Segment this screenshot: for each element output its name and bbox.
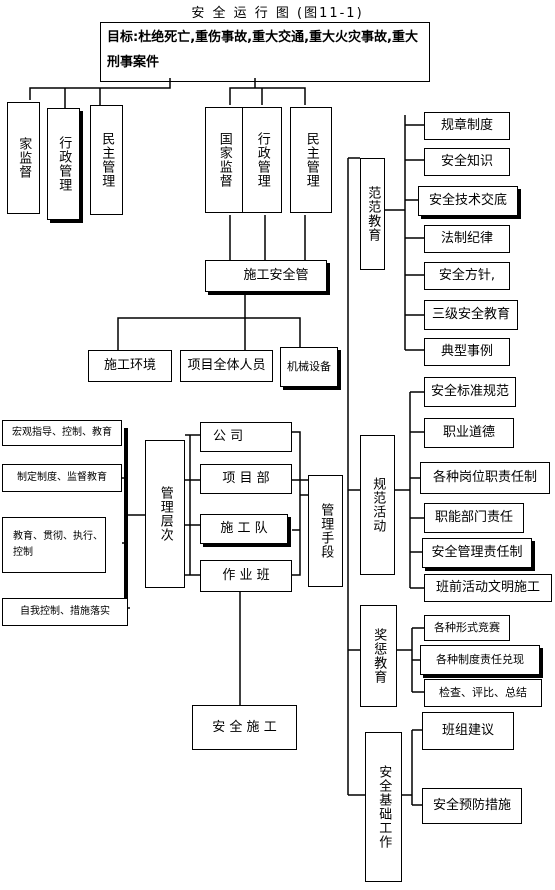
edu-item-three-level: 三级安全教育 (424, 300, 518, 330)
note-self-control: 自我控制、措施落实 (2, 598, 128, 626)
project-all-staff: 项目全体人员 (180, 350, 273, 382)
note-set-rules: 制定制度、监督教育 (2, 464, 122, 492)
note-macro-guidance: 宏观指导、控制、教育 (2, 420, 122, 446)
edu-item-rules: 规章制度 (424, 112, 510, 140)
act-item-ethics: 职业道德 (424, 418, 514, 448)
note-educate-implement: 教育、贯彻、执行、控制 (2, 517, 106, 573)
civil-management-box-mid: 民主管理 (290, 107, 332, 213)
activities-label: 规范活动 (360, 435, 395, 575)
level-work-crew: 作 业 班 (200, 560, 292, 592)
edu-item-knowledge: 安全知识 (424, 148, 510, 176)
management-means-label: 管理手段 (308, 475, 343, 587)
edu-item-tech-briefing: 安全技术交底 (418, 186, 518, 216)
reward-item-fulfilment: 各种制度责任兑现 (420, 645, 540, 675)
home-supervision-box: 家监督 (7, 102, 40, 214)
edu-item-typical-cases: 典型事例 (424, 338, 510, 366)
level-construction-team: 施 工 队 (200, 514, 288, 544)
act-item-post-duty: 各种岗位职责任制 (420, 462, 550, 494)
act-item-standards: 安全标准规范 (424, 377, 516, 407)
machinery-equipment: 机械设备 (280, 347, 338, 387)
admin-management-box-left: 行政管理 (47, 108, 80, 220)
edu-item-policy: 安全方针, (424, 262, 510, 290)
construction-safety-manager: 施工安全管 (205, 260, 327, 292)
level-project-dept: 项 目 部 (200, 464, 292, 494)
reward-item-inspection: 检查、评比、总结 (424, 679, 542, 707)
admin-management-box-mid: 行政管理 (242, 107, 282, 213)
edu-item-law: 法制纪律 (424, 225, 510, 253)
goal-box: 目标:杜绝死亡,重伤事故,重大交通,重大火灾事故,重大刑事案件 (100, 22, 430, 82)
act-item-pre-shift: 班前活动文明施工 (424, 574, 552, 602)
management-levels-label: 管理层次 (145, 440, 185, 588)
diagram-title: 安 全 运 行 图 (图11-1) (191, 6, 364, 21)
construction-environment: 施工环境 (88, 350, 172, 382)
found-item-prevention: 安全预防措施 (422, 788, 522, 824)
reward-item-competition: 各种形式竞赛 (424, 615, 510, 641)
foundation-label: 安全基础工作 (365, 732, 402, 882)
state-supervision-box: 国家监督 (205, 107, 243, 213)
safe-construction-box: 安 全 施 工 (192, 705, 297, 750)
rewards-label: 奖惩教育 (360, 605, 397, 707)
education-label: 范范教育 (360, 158, 385, 270)
level-company: 公 司 (200, 422, 292, 452)
act-item-dept-duty: 职能部门责任 (424, 503, 524, 533)
civil-management-box-left: 民主管理 (90, 105, 123, 215)
act-item-mgmt-duty: 安全管理责任制 (422, 538, 532, 568)
found-item-team-advice: 班组建议 (422, 712, 514, 750)
